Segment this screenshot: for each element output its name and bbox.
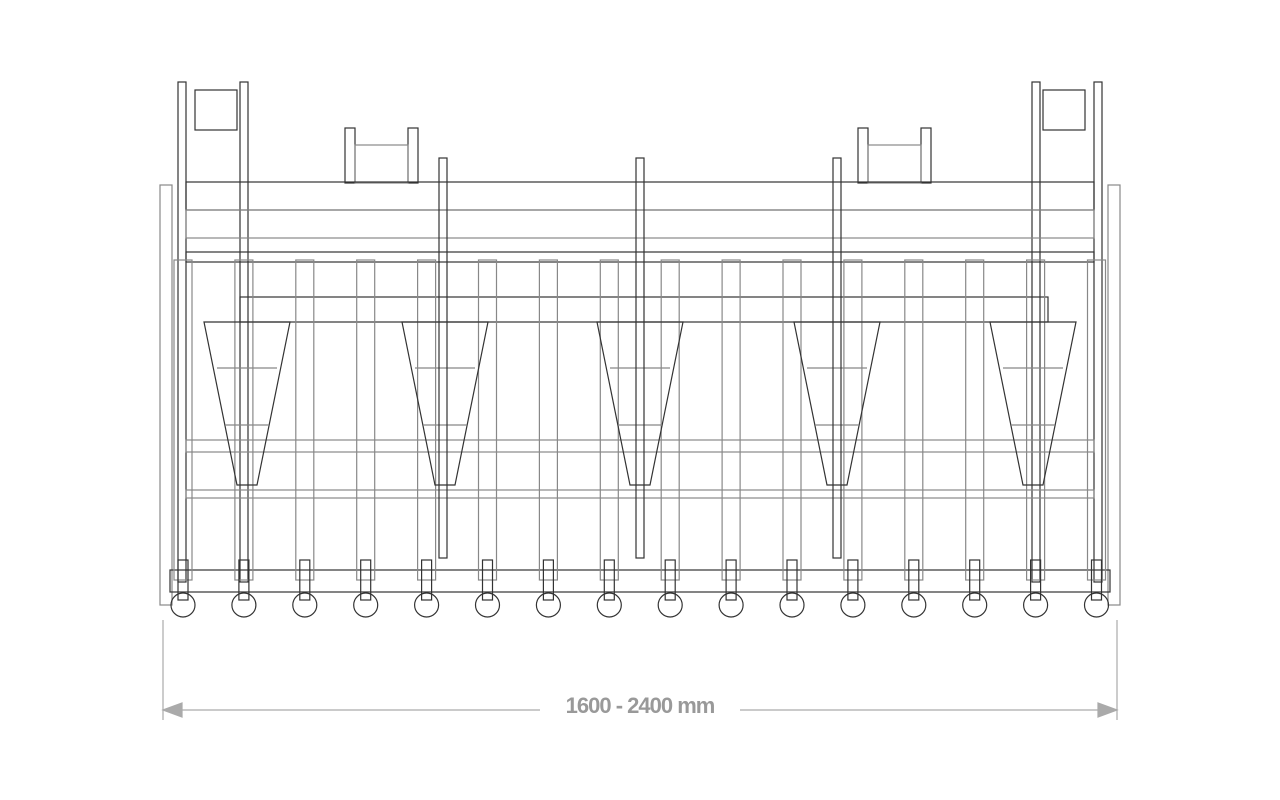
- tine: [356, 259, 376, 581]
- dimension-arrow-left: [161, 702, 183, 718]
- left-hinge-pin: [194, 89, 238, 131]
- tine: [721, 259, 741, 581]
- width-dimension-label: 1600 - 2400 mm: [540, 693, 740, 719]
- tine-ball: [170, 592, 196, 618]
- upper-beam-lower: [185, 209, 1095, 239]
- left-outer-plate: [159, 184, 173, 606]
- tine-ball: [596, 592, 622, 618]
- tine: [477, 259, 498, 581]
- tine: [295, 259, 315, 581]
- tine-tip-shank: [177, 559, 189, 601]
- tine-tip-shank: [421, 559, 433, 601]
- tine-tip-shank: [299, 559, 311, 601]
- right-inner-plate: [1031, 81, 1041, 583]
- upper-tine-rod: [635, 157, 645, 559]
- gusset: [793, 321, 881, 486]
- tine-ball: [1083, 592, 1110, 618]
- left-bracket-plate-a: [344, 127, 356, 184]
- tine: [538, 259, 559, 581]
- tine-ball: [231, 592, 257, 618]
- bottom-bar: [169, 569, 1111, 593]
- tine-ball: [962, 592, 988, 618]
- right-hinge-pin: [1042, 89, 1086, 131]
- tine-ball: [474, 592, 501, 618]
- tine-ball: [535, 592, 562, 618]
- left-inner-plate: [239, 81, 249, 583]
- tine-tip-shank: [360, 559, 372, 601]
- mid-rail: [185, 439, 1095, 453]
- tine: [173, 259, 193, 581]
- tine: [417, 259, 437, 581]
- right-outer-plate: [1107, 184, 1121, 606]
- tine: [599, 259, 619, 581]
- tine-tip-shank: [1029, 559, 1042, 601]
- left-bracket-pin: [354, 144, 409, 184]
- tine-tip-shank: [847, 559, 859, 601]
- upper-tine-rod: [832, 157, 842, 559]
- tine: [904, 259, 924, 581]
- upper-beam: [185, 181, 1095, 211]
- tine-ball: [414, 592, 440, 618]
- tine-tip-shank: [603, 559, 615, 601]
- tine-ball: [718, 592, 744, 618]
- tine-ball: [1022, 592, 1049, 618]
- upper-tine-rod: [438, 157, 448, 559]
- tine-tip-shank: [664, 559, 676, 601]
- tine-ball: [292, 592, 318, 618]
- tine-ball: [840, 592, 866, 618]
- tine-tip-shank: [786, 559, 798, 601]
- right-side-plate: [1093, 81, 1103, 583]
- gusset: [989, 321, 1077, 486]
- gusset: [203, 321, 291, 486]
- tine-tip-shank: [542, 559, 555, 601]
- tine: [234, 259, 254, 581]
- tine-tip-shank: [481, 559, 494, 601]
- gusset: [401, 321, 489, 486]
- gusset: [596, 321, 684, 486]
- right-bracket-pin: [867, 144, 922, 184]
- tine: [965, 259, 985, 581]
- tine-ball: [657, 592, 683, 618]
- dimension-arrow-right: [1097, 702, 1119, 718]
- tine-tip-shank: [908, 559, 920, 601]
- right-bracket-plate-b: [920, 127, 932, 184]
- lower-beam: [185, 251, 1095, 263]
- tine: [1025, 259, 1046, 581]
- tine-tip-shank: [969, 559, 981, 601]
- left-side-plate: [177, 81, 187, 583]
- tine-tip-shank: [1090, 559, 1103, 601]
- tine-tip-shank: [725, 559, 737, 601]
- tine-tip-shank: [238, 559, 250, 601]
- right-bracket-plate-a: [857, 127, 869, 184]
- tine: [782, 259, 802, 581]
- left-bracket-plate-b: [407, 127, 419, 184]
- low-rail: [185, 489, 1095, 499]
- tine: [660, 259, 680, 581]
- tine: [843, 259, 863, 581]
- tine-ball: [779, 592, 805, 618]
- tine: [1086, 259, 1107, 581]
- tine-ball: [353, 592, 379, 618]
- tine-ball: [901, 592, 927, 618]
